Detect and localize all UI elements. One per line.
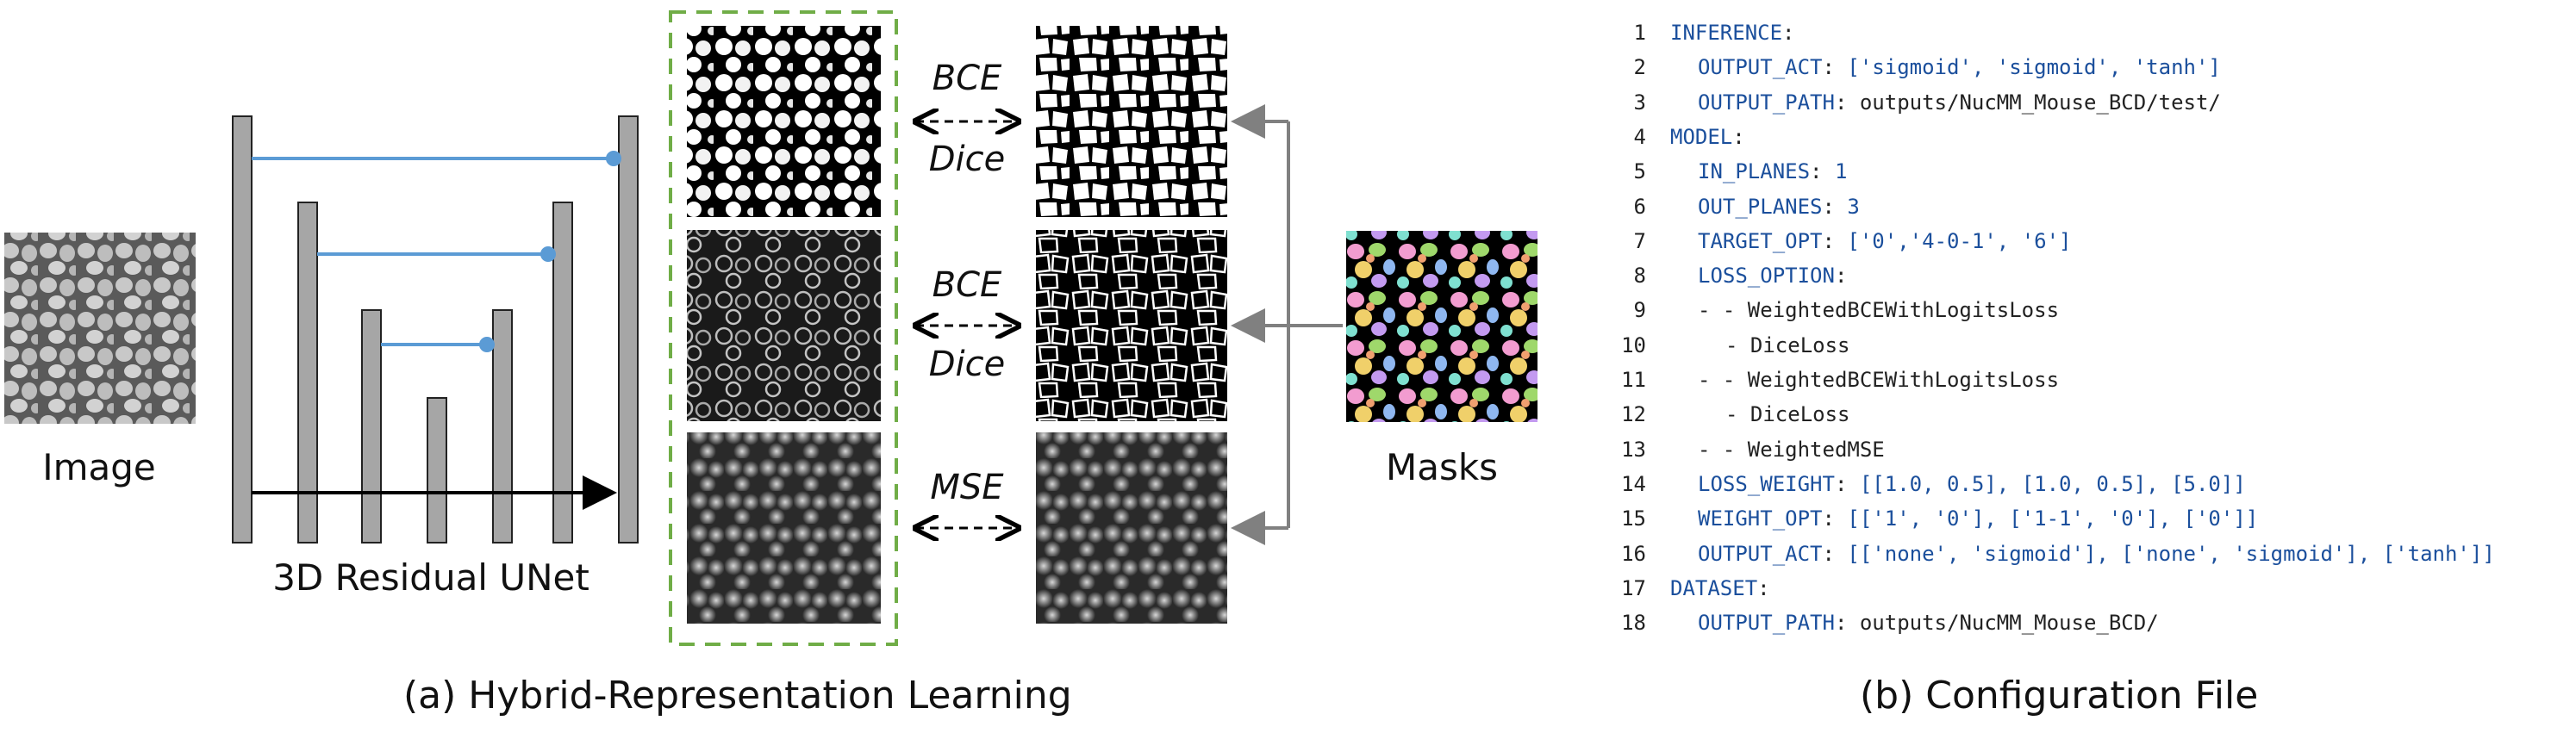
line-number: 8 [1633,264,1646,289]
predictions-box [669,10,898,646]
config-key: OUTPUT_ACT [1698,55,1823,80]
input-image [4,233,196,424]
line-content: TARGET_OPT: ['0','4-0-1', '6'] [1698,228,2072,253]
unet-bar-bottleneck [427,397,447,544]
unet-bar-enc-1 [232,115,253,544]
unet-bar-dec-1 [618,115,639,544]
target-contour [1036,230,1227,421]
target-binary [1036,26,1227,217]
unet-bar-dec-3 [492,309,513,544]
loss-label-1-top: BCE [932,59,1002,98]
line-number: 15 [1621,506,1646,531]
line-number: 3 [1633,90,1646,115]
loss-label-3-top: MSE [930,468,1004,507]
line-content: LOSS_WEIGHT: [[1.0, 0.5], [1.0, 0.5], [5… [1698,471,2246,496]
loss-label-2-top: BCE [932,265,1002,305]
config-key: WEIGHT_OPT [1698,506,1823,531]
line-content: WEIGHT_OPT: [['1', '0'], ['1-1', '0'], [… [1698,506,2259,531]
caption-a: (a) Hybrid-Representation Learning [403,674,1072,717]
config-key: OUTPUT_PATH [1698,90,1835,115]
line-number: 9 [1633,298,1646,323]
config-value: - - WeightedBCEWithLogitsLoss [1698,298,2060,323]
line-number: 10 [1621,332,1646,357]
line-number: 17 [1621,575,1646,600]
masks-image [1346,231,1537,422]
config-key: MODEL [1670,124,1733,149]
loss-label-1-bottom: Dice [928,140,1006,179]
config-value: outputs/NucMM_Mouse_BCD/ [1847,611,2159,636]
line-number: 5 [1633,159,1646,184]
line-content: - DiceLoss [1725,328,1850,363]
target-distance [1036,432,1227,624]
line-content: DATASET: [1670,575,1770,600]
prediction-contour [687,230,881,421]
skip-connections [252,151,621,352]
caption-b: (b) Configuration File [1860,674,2259,717]
config-key: TARGET_OPT [1698,228,1823,253]
line-content: MODEL: [1670,124,1745,149]
line-content: OUTPUT_PATH: outputs/NucMM_Mouse_BCD/ [1698,611,2159,636]
input-label: Image [42,446,156,488]
line-content: LOSS_OPTION: [1698,264,1848,289]
line-content: - - WeightedBCEWithLogitsLoss [1698,293,2059,327]
prediction-binary [687,26,881,217]
line-content: OUTPUT_PATH: outputs/NucMM_Mouse_BCD/tes… [1698,90,2221,115]
line-number: 12 [1621,402,1646,427]
config-value: [['none', 'sigmoid'], ['none', 'sigmoid'… [1834,541,2495,566]
config-value: ['sigmoid', 'sigmoid', 'tanh'] [1834,55,2221,80]
line-number: 11 [1621,368,1646,392]
line-number: 16 [1621,541,1646,566]
config-key: INFERENCE [1670,21,1783,45]
config-key: LOSS_WEIGHT [1698,471,1835,496]
prediction-distance [687,432,881,624]
unet-encoder-decoder [232,115,639,544]
line-number: 7 [1633,228,1646,253]
loss-label-2-bottom: Dice [928,345,1006,384]
config-value: outputs/NucMM_Mouse_BCD/test/ [1847,90,2221,115]
unet-bar-enc-3 [361,309,382,544]
line-content: - - WeightedBCEWithLogitsLoss [1698,363,2059,397]
line-number: 4 [1633,124,1646,149]
config-value: ['0','4-0-1', '6'] [1834,228,2072,253]
config-value: - - WeightedMSE [1698,437,1885,462]
network-label: 3D Residual UNet [272,556,589,599]
line-number: 14 [1621,471,1646,496]
config-key: OUTPUT_PATH [1698,611,1835,636]
unet-bar-dec-2 [552,202,573,544]
unet-bar-enc-2 [297,202,318,544]
config-value: - DiceLoss [1725,402,1850,427]
line-content: - DiceLoss [1725,397,1850,432]
config-key: IN_PLANES [1698,159,1811,184]
line-number: 2 [1633,55,1646,80]
config-key: LOSS_OPTION [1698,264,1835,289]
config-value: [['1', '0'], ['1-1', '0'], ['0']] [1834,506,2259,531]
line-content: OUTPUT_ACT: [['none', 'sigmoid'], ['none… [1698,541,2495,566]
mask-derivation-arrows [1231,104,1343,545]
config-key: OUTPUT_ACT [1698,541,1823,566]
line-content: OUT_PLANES: 3 [1698,194,1860,219]
config-key: DATASET [1670,575,1758,600]
config-value: - - WeightedBCEWithLogitsLoss [1698,368,2060,392]
config-value: - DiceLoss [1725,332,1850,357]
line-number: 13 [1621,437,1646,462]
line-content: INFERENCE: [1670,21,1795,45]
line-content: IN_PLANES: 1 [1698,159,1848,184]
line-number: 18 [1621,611,1646,636]
line-content: - - WeightedMSE [1698,432,1885,467]
config-key: OUT_PLANES [1698,194,1823,219]
masks-label: Masks [1385,446,1499,488]
line-number: 6 [1633,194,1646,219]
config-value: 3 [1834,194,1860,219]
line-content: OUTPUT_ACT: ['sigmoid', 'sigmoid', 'tanh… [1698,55,2221,80]
config-value: 1 [1822,159,1848,184]
loss-arrows [915,121,1019,528]
line-number: 1 [1633,21,1646,45]
config-value: [[1.0, 0.5], [1.0, 0.5], [5.0]] [1847,471,2246,496]
